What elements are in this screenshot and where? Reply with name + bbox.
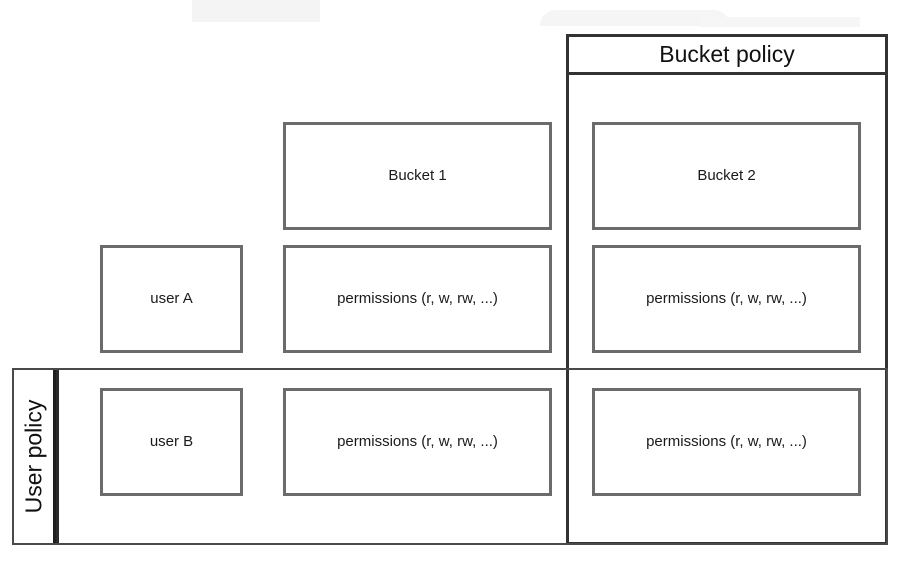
background-artifact — [700, 17, 860, 27]
permissions-user-b-bucket-1-label: permissions (r, w, rw, ...) — [337, 433, 498, 450]
background-artifact — [540, 10, 730, 26]
user-a-label: user A — [150, 290, 193, 307]
bucket-2-box[interactable]: Bucket 2 — [592, 122, 861, 230]
permissions-user-a-bucket-2-box[interactable]: permissions (r, w, rw, ...) — [592, 245, 861, 353]
bucket-policy-header: Bucket policy — [569, 37, 885, 75]
permissions-user-b-bucket-1-box[interactable]: permissions (r, w, rw, ...) — [283, 388, 552, 496]
bucket-1-box[interactable]: Bucket 1 — [283, 122, 552, 230]
user-b-label: user B — [149, 433, 194, 450]
user-policy-label-cell: User policy — [14, 370, 56, 543]
user-b-box[interactable]: user B — [100, 388, 243, 496]
background-artifact — [192, 0, 320, 22]
permissions-user-b-bucket-2-label: permissions (r, w, rw, ...) — [646, 433, 807, 450]
user-policy-body-left-edge — [56, 368, 59, 545]
user-a-box[interactable]: user A — [100, 245, 243, 353]
bucket-2-label: Bucket 2 — [697, 167, 756, 184]
permissions-user-a-bucket-1-box[interactable]: permissions (r, w, rw, ...) — [283, 245, 552, 353]
user-policy-frame: User policy — [12, 368, 888, 545]
permissions-user-b-bucket-2-box[interactable]: permissions (r, w, rw, ...) — [592, 388, 861, 496]
permissions-user-a-bucket-2-label: permissions (r, w, rw, ...) — [646, 290, 807, 307]
bucket-1-label: Bucket 1 — [388, 167, 447, 184]
permissions-user-a-bucket-1-label: permissions (r, w, rw, ...) — [337, 290, 498, 307]
bucket-policy-title: Bucket policy — [659, 41, 795, 67]
user-policy-title: User policy — [20, 399, 47, 514]
